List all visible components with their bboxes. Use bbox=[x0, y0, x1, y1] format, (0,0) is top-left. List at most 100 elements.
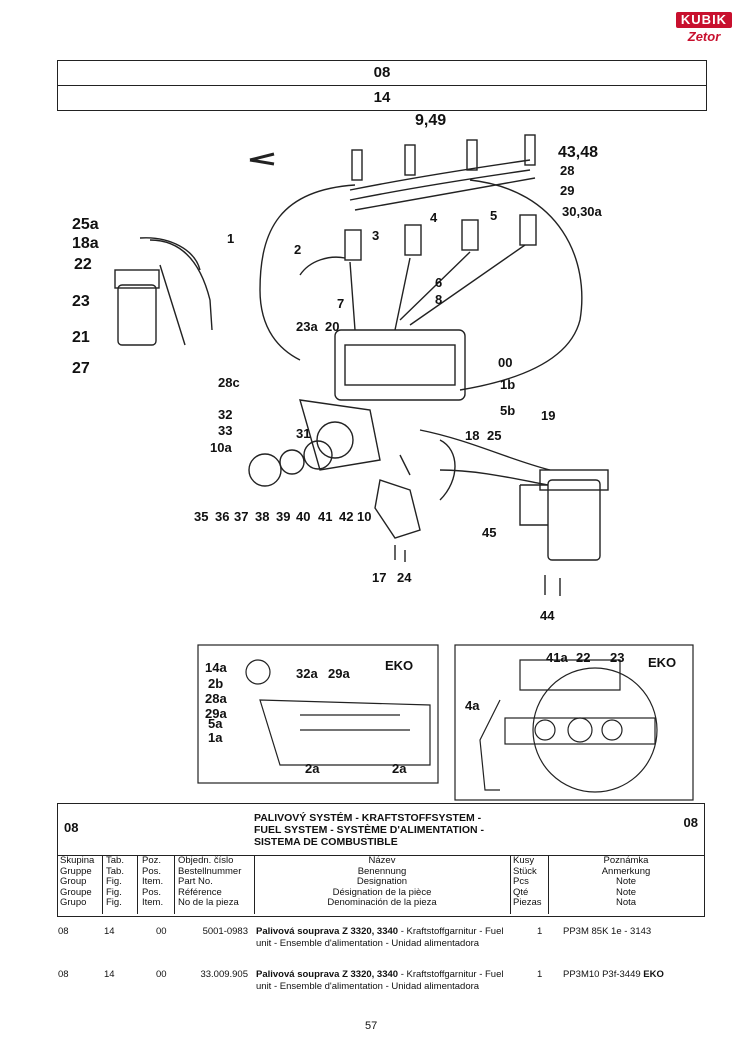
table-group-number: 08 bbox=[64, 820, 79, 835]
table-number-header: 14 bbox=[57, 85, 707, 111]
row-part-number: 5001-0983 bbox=[202, 926, 248, 937]
column-divider bbox=[102, 856, 103, 914]
inset-left-label: 29a bbox=[328, 666, 350, 681]
inset-left-label: 14a bbox=[205, 660, 227, 675]
row-quantity: 1 bbox=[537, 926, 543, 937]
callout: 3 bbox=[372, 228, 379, 243]
inset-left-frame bbox=[197, 644, 439, 784]
inset-right-label: 22 bbox=[576, 650, 590, 665]
parts-table: 08 08 PALIVOVÝ SYSTÉM - KRAFTSTOFFSYSTEM… bbox=[57, 803, 705, 917]
title-line: SISTEMA DE COMBUSTIBLE bbox=[254, 836, 398, 848]
row-name: Palivová souprava Z 3320, 3340 - Kraftst… bbox=[256, 926, 504, 949]
callout: 23a bbox=[296, 319, 318, 334]
inset-right-label: 23 bbox=[610, 650, 624, 665]
inset-left-label: 2a bbox=[392, 761, 407, 776]
inset-right-label: 4a bbox=[465, 698, 480, 713]
callout: 17 bbox=[372, 570, 386, 585]
callout: 5 bbox=[490, 208, 497, 223]
row-quantity: 1 bbox=[537, 969, 543, 980]
callout: 40 bbox=[296, 509, 310, 524]
callout: 9,49 bbox=[415, 112, 446, 129]
callout: 25a bbox=[72, 216, 99, 233]
callout: 22 bbox=[74, 256, 92, 273]
row-position: 00 bbox=[156, 926, 167, 937]
callout: 45 bbox=[482, 525, 496, 540]
callout: 4 bbox=[430, 210, 438, 225]
row-position: 00 bbox=[156, 969, 167, 980]
callout: 20 bbox=[325, 319, 339, 334]
row-note: PP3M 85K 1e - 3143 bbox=[563, 926, 652, 937]
inset-left-label: 2a bbox=[305, 761, 320, 776]
inset-left-title: EKO bbox=[385, 658, 413, 673]
inset-left-label: 29a bbox=[205, 706, 227, 721]
callout: 31 bbox=[296, 426, 310, 441]
page-number: 57 bbox=[365, 1020, 378, 1032]
callout: 25 bbox=[487, 428, 501, 443]
inset-left-label: 28a bbox=[205, 691, 227, 706]
fuel-system-exploded-diagram: 9,49 43,48 28 29 30,30a 1 2 3 4 5 25a 18… bbox=[72, 112, 694, 801]
callout: 5b bbox=[500, 403, 515, 418]
row-note: PP3M10 P3f-3449 EKO bbox=[563, 969, 664, 980]
table-divider bbox=[58, 855, 704, 856]
row-table: 14 bbox=[104, 969, 115, 980]
callout: 33 bbox=[218, 423, 232, 438]
table-group-number-right: 08 bbox=[683, 815, 698, 830]
callout: 37 bbox=[234, 509, 248, 524]
row-name: Palivová souprava Z 3320, 3340 - Kraftst… bbox=[256, 969, 504, 992]
column-divider bbox=[174, 856, 175, 914]
row-group: 08 bbox=[58, 926, 69, 937]
callout: 8 bbox=[435, 292, 442, 307]
column-header-table: Tab.Tab.Fig.Fig.Fig. bbox=[106, 855, 124, 909]
table-title: PALIVOVÝ SYSTÉM - KRAFTSTOFFSYSTEM - FUE… bbox=[254, 812, 544, 848]
logo-sub: Zetor bbox=[687, 29, 721, 44]
callout: 32 bbox=[218, 407, 232, 422]
callout: 35 bbox=[194, 509, 208, 524]
callout: 28c bbox=[218, 375, 240, 390]
inset-left-label: 2b bbox=[208, 676, 223, 691]
callout: 1 bbox=[227, 231, 234, 246]
group-number-header: 08 bbox=[57, 60, 707, 86]
inset-left-label: 5a bbox=[208, 716, 223, 731]
callout: 41 bbox=[318, 509, 332, 524]
logo-brand: KUBIK bbox=[676, 12, 732, 28]
callout: 19 bbox=[541, 408, 555, 423]
callout: 1b bbox=[500, 377, 515, 392]
callout: 2 bbox=[294, 242, 301, 257]
callout: 21 bbox=[72, 329, 90, 346]
row-part-number: 33.009.905 bbox=[200, 969, 248, 980]
callout: 24 bbox=[397, 570, 412, 585]
callout: 42 bbox=[339, 509, 353, 524]
callout: 23 bbox=[72, 293, 90, 310]
callout: 30,30a bbox=[562, 204, 603, 219]
column-header-position: Poz.Pos.Item.Pos.Item. bbox=[142, 855, 164, 909]
column-divider bbox=[137, 856, 138, 914]
callout: 7 bbox=[337, 296, 344, 311]
inset-left-label: 1a bbox=[208, 730, 223, 745]
callout: 10 bbox=[357, 509, 371, 524]
callout: 44 bbox=[540, 608, 555, 623]
inset-left-label: 32a bbox=[296, 666, 318, 681]
inset-right-title: EKO bbox=[648, 655, 676, 670]
callout: 18 bbox=[465, 428, 479, 443]
callout: 18a bbox=[72, 235, 99, 252]
inset-right-label: 41a bbox=[546, 650, 568, 665]
callout: 36 bbox=[215, 509, 229, 524]
callout: 29 bbox=[560, 183, 574, 198]
callout: 28 bbox=[560, 163, 574, 178]
callout: 27 bbox=[72, 360, 90, 377]
row-group: 08 bbox=[58, 969, 69, 980]
callout: 38 bbox=[255, 509, 269, 524]
inset-right-frame bbox=[454, 644, 694, 801]
callout: 00 bbox=[498, 355, 512, 370]
row-table: 14 bbox=[104, 926, 115, 937]
column-divider bbox=[254, 856, 255, 914]
title-line: PALIVOVÝ SYSTÉM - KRAFTSTOFFSYSTEM - bbox=[254, 812, 482, 824]
callout: 10a bbox=[210, 440, 232, 455]
title-line: FUEL SYSTEM - SYSTÈME D'ALIMENTATION - bbox=[254, 824, 485, 836]
callout: 6 bbox=[435, 275, 442, 290]
column-divider bbox=[548, 856, 549, 914]
